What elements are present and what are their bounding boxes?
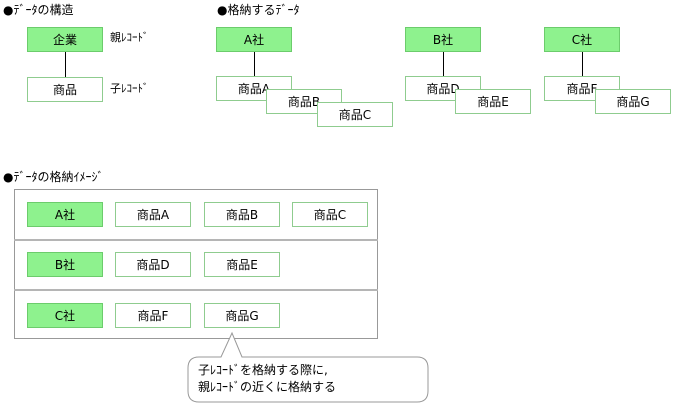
storage-panel [14,189,378,339]
company-a-box: A社 [216,27,292,52]
callout-bubble [187,331,429,403]
product-c-box: 商品C [317,102,393,127]
row-divider [14,239,378,241]
storage-product-box: 商品G [204,303,280,328]
heading-stored-data: ●格納するﾃﾞｰﾀ [217,3,300,17]
company-c-box: C社 [544,27,620,52]
storage-product-box: 商品F [115,303,191,328]
product-f-box: 商品F [544,76,620,101]
child-record-box: 商品 [27,77,103,102]
storage-product-box: 商品A [115,202,191,227]
company-b-box: B社 [405,27,481,52]
storage-product-box: 商品D [115,252,191,277]
relation-line [65,52,66,77]
product-g-box: 商品G [595,89,671,114]
storage-company-box: C社 [27,303,103,328]
product-e-box: 商品E [455,89,531,114]
callout-line-1: 子ﾚｺｰﾄﾞを格納する際に, [198,363,328,377]
row-divider [14,289,378,291]
product-a-box: 商品A [216,76,292,101]
storage-product-box: 商品B [204,202,280,227]
company-a-line [254,52,255,76]
callout-line-2: 親ﾚｺｰﾄﾞの近くに格納する [198,380,337,394]
storage-company-box: A社 [27,202,103,227]
parent-record-box: 企業 [27,27,103,52]
parent-record-label: 親ﾚｺｰﾄﾞ [110,31,149,44]
heading-storage-image: ●ﾃﾞｰﾀの格納ｲﾒｰｼﾞ [3,170,104,184]
company-b-line [443,52,444,76]
heading-data-structure: ●ﾃﾞｰﾀの構造 [3,3,74,17]
storage-product-box: 商品E [204,252,280,277]
child-record-label: 子ﾚｺｰﾄﾞ [110,82,149,95]
company-c-line [582,52,583,76]
storage-company-box: B社 [27,252,103,277]
storage-product-box: 商品C [292,202,368,227]
